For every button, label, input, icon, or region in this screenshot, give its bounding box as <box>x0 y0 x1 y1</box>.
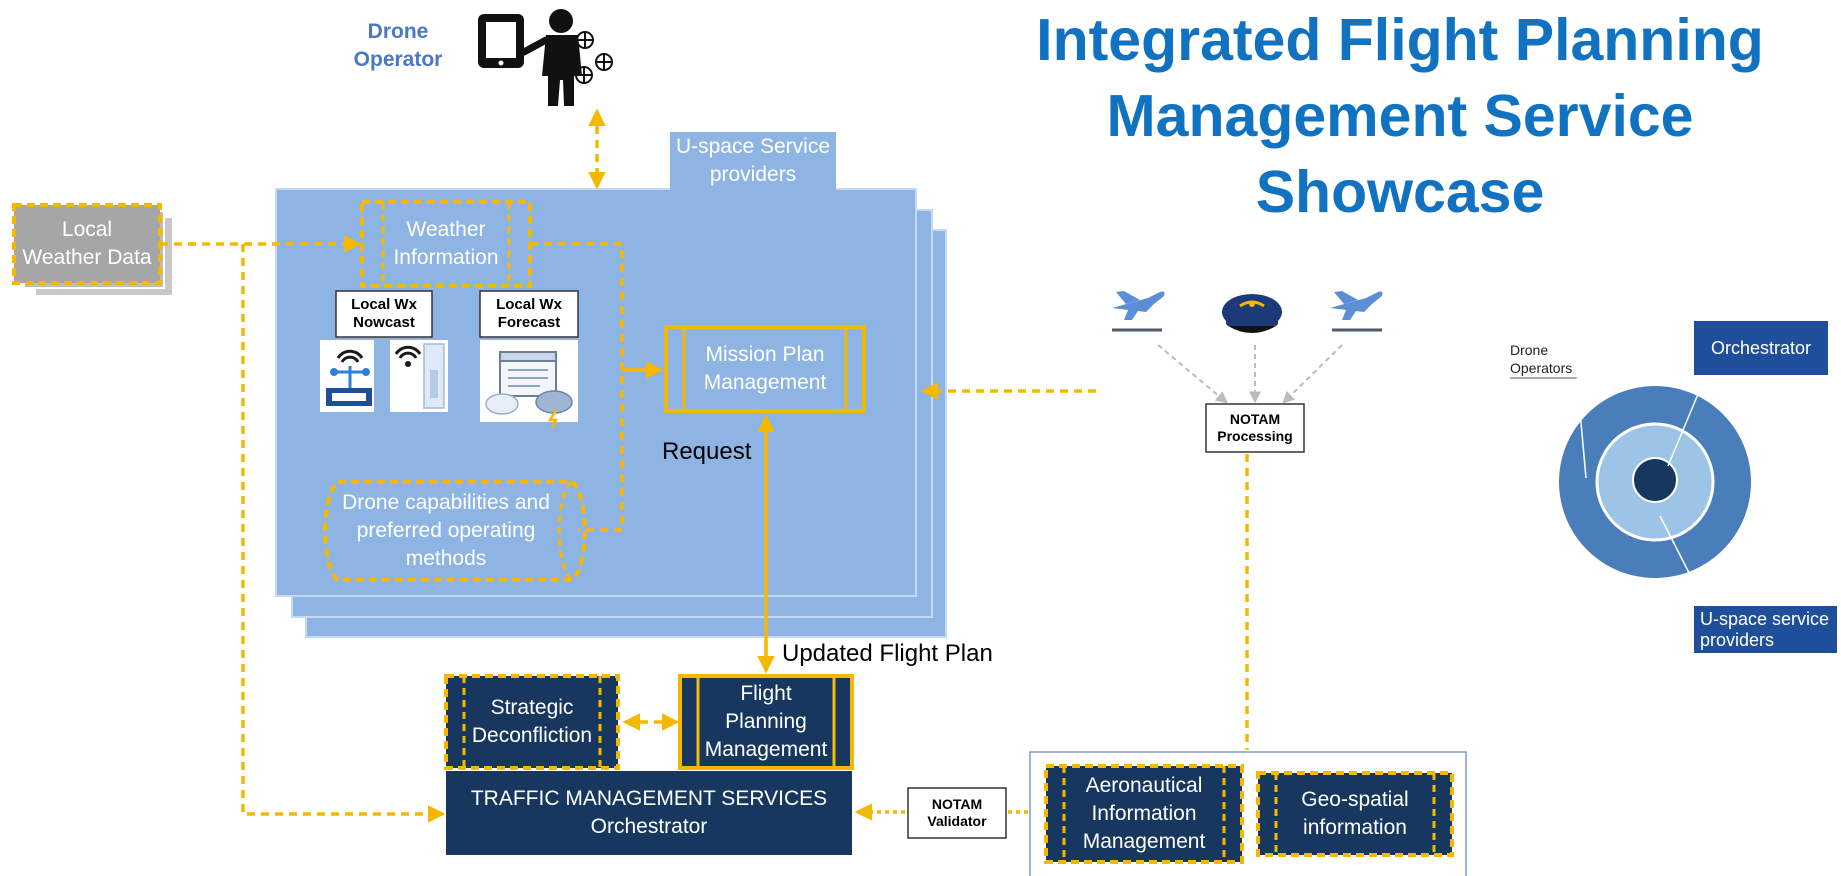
weather-station-icon <box>320 340 374 412</box>
title-line-2: Management Service Showcase <box>1106 83 1694 225</box>
drone-capabilities-label: Drone capabilities and preferred operati… <box>342 491 550 570</box>
drone-capabilities-shape <box>323 480 587 582</box>
flight-planning-box <box>678 674 854 770</box>
forecast-label: Local Wx Forecast <box>496 296 562 331</box>
forecast-box <box>479 290 579 338</box>
nowcast-label: Local Wx Nowcast <box>351 296 417 331</box>
flight-planning-label: Flight Planning Management <box>704 682 828 761</box>
legend-drone-operators-label: Drone Operators <box>1510 342 1573 376</box>
connector-lines <box>160 108 1249 823</box>
weather-info-label: Weather Information <box>393 218 499 269</box>
local-weather-label: Local Weather Data <box>22 218 152 269</box>
updated-flight-plan-label: Updated Flight Plan <box>782 640 993 667</box>
traffic-management-label: TRAFFIC MANAGEMENT SERVICES Orchestrator <box>470 787 828 838</box>
notam-validator-box <box>907 787 1007 839</box>
nowcast-box <box>335 290 433 338</box>
geospatial-label: Geo-spatial information <box>1301 788 1409 839</box>
aeronautical-box <box>1044 764 1244 864</box>
strategic-deconfliction-label: Strategic Deconfliction <box>471 696 593 747</box>
notam-processing-label: NOTAM Processing <box>1217 411 1293 444</box>
geospatial-box <box>1256 771 1454 857</box>
legend-rings <box>1510 321 1837 653</box>
mission-plan-label: Mission Plan Management <box>703 343 827 394</box>
aeronautical-label: Aeronautical Information Management <box>1082 774 1206 853</box>
forecast-icon <box>480 340 578 429</box>
request-label: Request <box>662 438 752 465</box>
strategic-deconfliction-box <box>444 674 620 770</box>
page-title: Integrated Flight Planning Management Se… <box>960 2 1840 230</box>
sensor-icon <box>390 340 448 412</box>
airplane-left-icon <box>1112 291 1165 332</box>
notam-validator-label: NOTAM Validator <box>927 796 987 829</box>
mission-plan-box <box>664 325 866 413</box>
traffic-management-box <box>446 771 852 855</box>
drone-operator-label: Drone Operator <box>353 20 443 71</box>
airplane-right-icon <box>1330 291 1383 332</box>
local-weather-box <box>12 203 162 285</box>
uspace-tab <box>670 132 836 190</box>
weather-info-box <box>360 200 532 288</box>
title-line-1: Integrated Flight Planning <box>1036 7 1764 73</box>
notam-processing-box <box>1205 403 1305 453</box>
drone-operator-icon <box>478 9 613 106</box>
uspace-tab-label: U-space Service providers <box>675 135 831 186</box>
pilot-cap-icon <box>1222 294 1282 333</box>
legend-uspace-providers-label: U-space service providers <box>1700 609 1830 650</box>
legend-orchestrator-label: Orchestrator <box>1710 337 1812 358</box>
